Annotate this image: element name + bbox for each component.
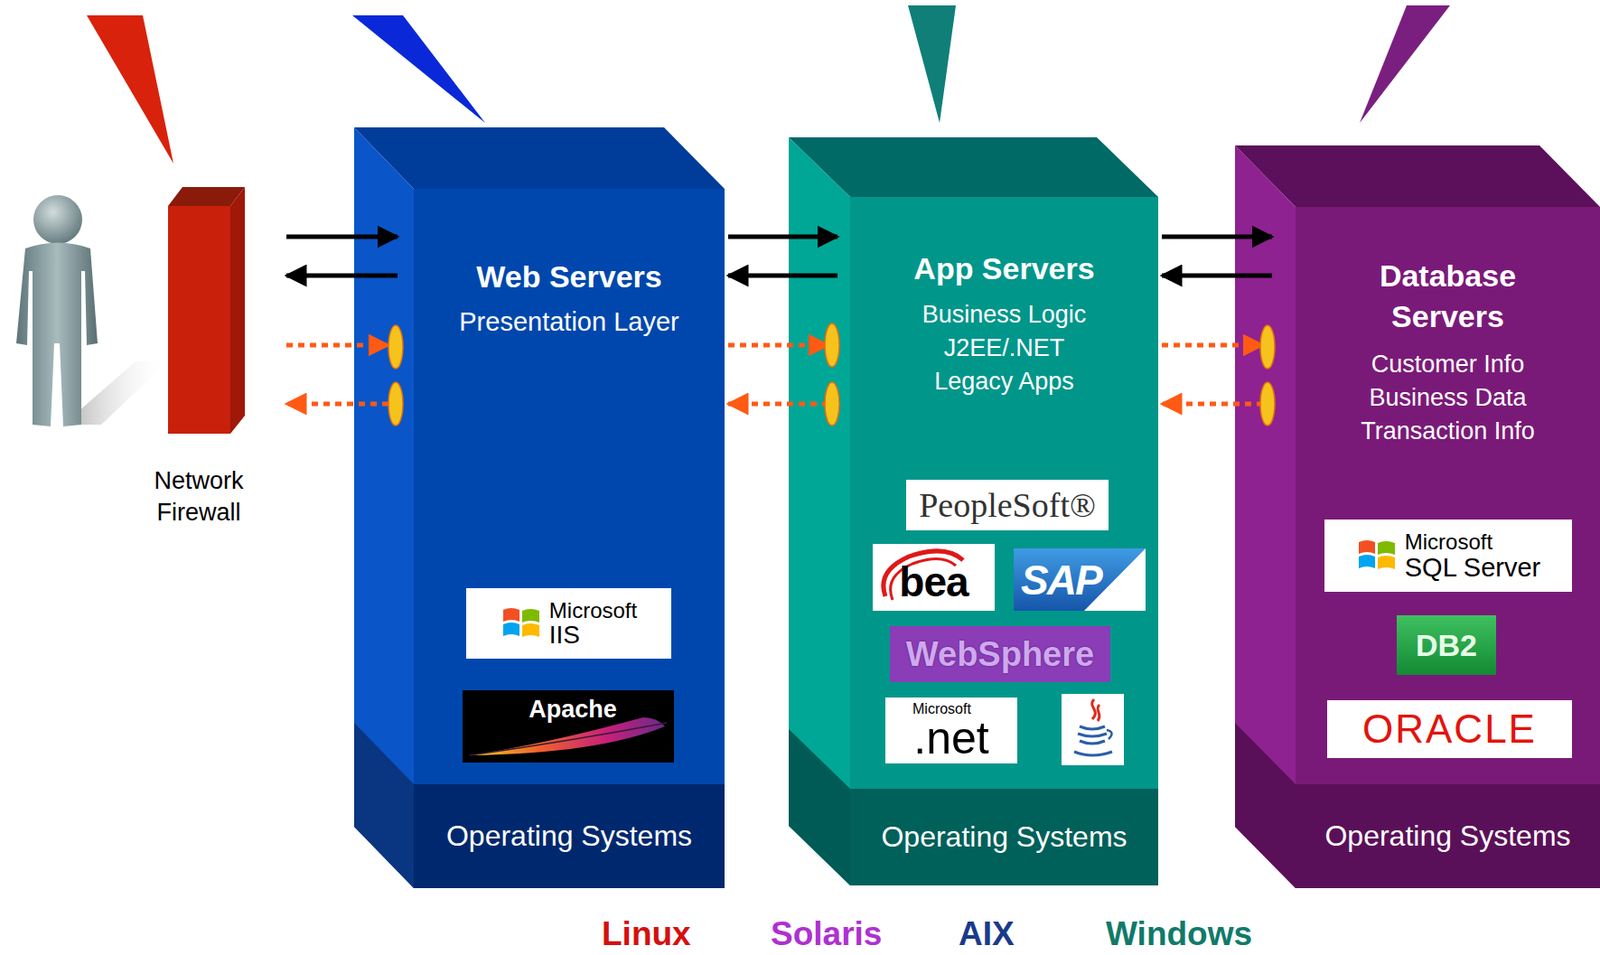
column-side <box>788 137 851 886</box>
node-title: SAP <box>1020 555 1102 605</box>
web-server-column: Web ServersPresentation LayerMicrosoftII… <box>413 188 725 889</box>
callout-pointer <box>352 15 486 123</box>
logo-text: MicrosoftIIS <box>549 598 637 648</box>
apache-logo: Apache <box>462 690 674 763</box>
node-title: Microsoft <box>912 701 972 717</box>
node-title: PeopleSoft® <box>918 485 1096 525</box>
flow-arrow <box>1161 234 1273 240</box>
node-text: SQL Server <box>1404 553 1541 581</box>
websphere-logo: WebSphere <box>889 626 1111 683</box>
iis-logo: MicrosoftIIS <box>466 588 672 659</box>
callout-pointer <box>1359 5 1451 123</box>
dotted-arrow <box>728 402 829 407</box>
os-band: Operating Systems <box>850 788 1159 886</box>
os-label: Linux <box>601 915 692 954</box>
column-band-side <box>354 722 414 889</box>
os-band: Operating Systems <box>1295 784 1600 889</box>
dotted-arrow <box>1161 402 1264 407</box>
node-text: IIS <box>549 622 581 648</box>
node-title: Database Servers <box>1353 255 1544 337</box>
node-title: Operating Systems <box>446 819 693 853</box>
callout-pointer <box>907 5 956 123</box>
node-text: .net <box>913 716 989 760</box>
node-text: Business Logic J2EE/.NET Legacy Apps <box>902 298 1106 399</box>
callout-pointer <box>86 15 174 164</box>
os-label: Windows <box>1105 915 1253 954</box>
column-top <box>1235 145 1600 207</box>
node-title: Microsoft <box>1404 530 1493 554</box>
bea-logo: bea <box>872 543 995 611</box>
dotted-arrow <box>1161 343 1264 348</box>
node-title: ORACLE <box>1362 706 1537 752</box>
node-title: Operating Systems <box>1324 819 1571 853</box>
dotnet-logo: Microsoft.net <box>885 697 1018 764</box>
dotted-arrow <box>286 343 389 348</box>
windows-icon <box>1356 536 1398 575</box>
column-band-side <box>788 729 851 886</box>
node-title: Network Firewall <box>126 465 272 529</box>
oracle-logo: ORACLE <box>1327 700 1572 758</box>
logo-text: MicrosoftSQL Server <box>1404 530 1541 581</box>
dotted-arrow <box>728 343 829 348</box>
user-figure <box>16 195 169 427</box>
node-title: Microsoft <box>549 598 637 623</box>
column-band-side <box>1235 722 1296 889</box>
flow-arrow <box>728 273 838 279</box>
node-title: DB2 <box>1415 627 1478 664</box>
sap-logo: SAP <box>1013 548 1146 611</box>
node-title: WebSphere <box>906 635 1095 674</box>
database-server-column: Database ServersCustomer Info Business D… <box>1295 206 1600 889</box>
flow-arrow <box>1161 273 1273 279</box>
sqlserver-logo: MicrosoftSQL Server <box>1324 519 1572 592</box>
os-label: AIX <box>958 915 1015 954</box>
db2-logo: DB2 <box>1396 615 1497 675</box>
firewall-side <box>230 187 245 434</box>
column-top <box>788 137 1159 197</box>
node-title: Apache <box>528 695 618 724</box>
firewall: Network Firewall <box>168 205 231 434</box>
flow-arrow <box>286 234 398 240</box>
column-top <box>354 127 725 189</box>
node-text: Presentation Layer <box>413 306 725 337</box>
column-side <box>1235 145 1296 889</box>
os-label: Solaris <box>770 915 882 954</box>
peoplesoft-logo: PeopleSoft® <box>906 479 1109 531</box>
os-band: Operating Systems <box>413 784 725 889</box>
flow-arrow <box>286 273 398 279</box>
node-title: bea <box>898 557 968 607</box>
dotted-arrow <box>286 402 389 407</box>
column-side <box>354 127 414 889</box>
flow-arrow <box>728 234 838 240</box>
node-title: Operating Systems <box>880 820 1127 854</box>
app-server-column: App ServersBusiness Logic J2EE/.NET Lega… <box>850 196 1159 886</box>
node-text: Customer Info Business Data Transaction … <box>1330 347 1566 449</box>
node-title: App Servers <box>850 249 1159 288</box>
node-title: Web Servers <box>413 257 725 296</box>
windows-icon <box>500 604 543 643</box>
